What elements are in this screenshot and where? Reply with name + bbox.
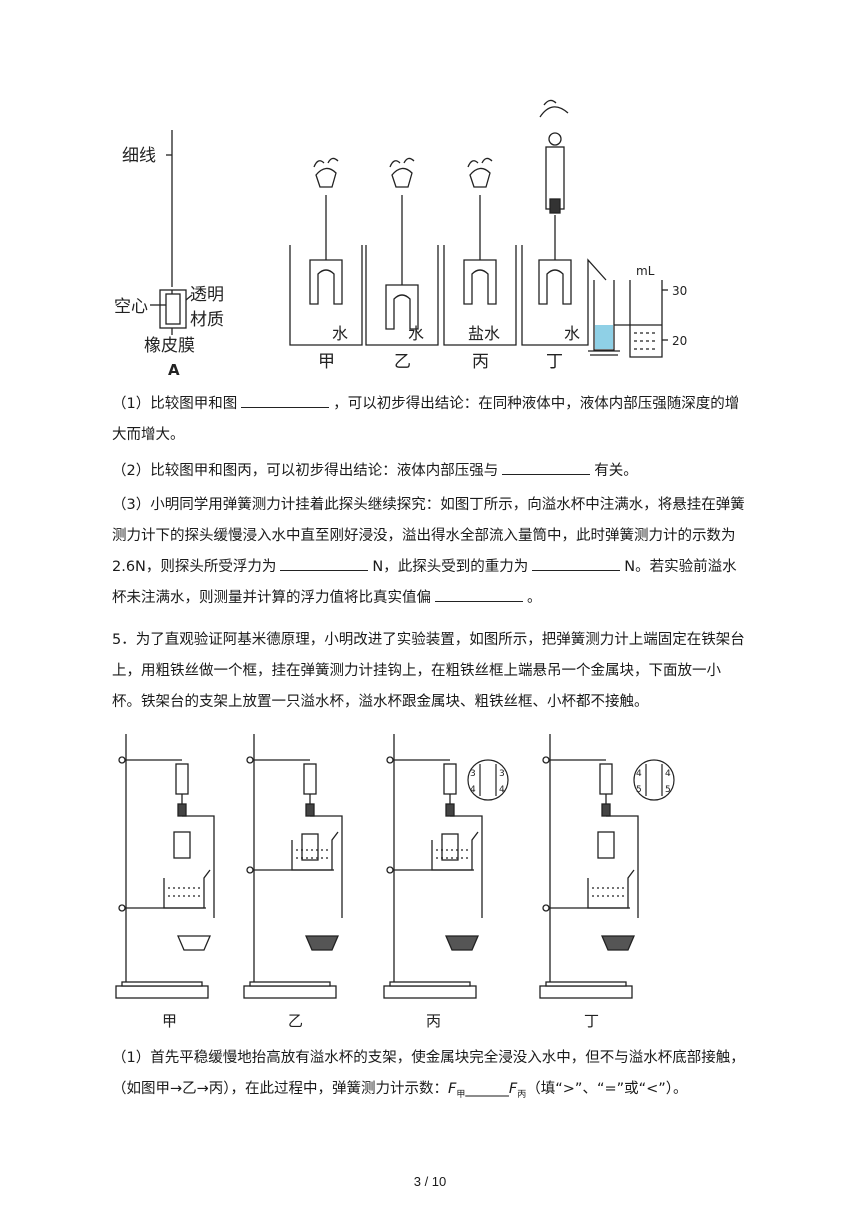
figure-archimedes-setup: 甲 乙 丙 丁 3 4 3 4 4 5 4 5 — [115, 734, 675, 1030]
caption-fig2-yi: 乙 — [288, 1012, 303, 1030]
zoom-bing-r4: 4 — [499, 785, 505, 795]
answer-blank[interactable] — [241, 393, 330, 408]
caption-fig2-jia: 甲 — [162, 1012, 177, 1030]
zoom-bing-l3: 3 — [470, 769, 476, 779]
label-thread: 细线 — [122, 146, 156, 166]
question-1-2: （2）比较图甲和图丙，可以初步得出结论：液体内部压强与有关。 — [112, 456, 748, 487]
beaker-yi — [365, 157, 439, 346]
label-liquid-jia: 水 — [332, 324, 348, 343]
question-1-3: （3）小明同学用弹簧测力计挂着此探头继续探究：如图丁所示，向溢水杯中注满水，将悬… — [112, 497, 745, 606]
label-hollow: 空心 — [114, 297, 148, 317]
label-material: 材质 — [190, 310, 224, 330]
answer-blank[interactable] — [532, 556, 621, 571]
beaker-ding — [521, 99, 607, 346]
label-liquid-yi: 水 — [408, 324, 424, 343]
zoom-ding-l5: 5 — [636, 785, 642, 795]
caption-bing: 丙 — [472, 352, 489, 372]
answer-blank[interactable] — [435, 587, 523, 602]
beaker-bing — [443, 157, 517, 346]
cylinder-tick-20: 20 — [672, 334, 687, 348]
caption-fig2-bing: 丙 — [426, 1012, 441, 1030]
caption-ding: 丁 — [546, 352, 563, 372]
problem-5: 5．为了直观验证阿基米德原理，小明改进了实验装置，如图所示，把弹簧测力计上端固定… — [112, 632, 745, 710]
answer-blank[interactable]: ______ — [465, 1081, 509, 1097]
figure-pressure-probe: 细线 空心 透明 材质 橡皮膜 A — [114, 99, 687, 379]
stand-yi — [243, 734, 343, 999]
question-1-1: （1）比较图甲和图，可以初步得出结论：在同种液体中，液体内部压强随深度的增大而增… — [112, 389, 748, 451]
scale-zoom-ding — [633, 759, 675, 801]
label-probe-a: A — [168, 361, 180, 379]
beaker-jia — [289, 157, 363, 346]
zoom-ding-l4: 4 — [636, 769, 642, 779]
zoom-bing-r3: 3 — [499, 769, 505, 779]
graduated-cylinder-large — [614, 280, 668, 358]
label-liquid-bing: 盐水 — [468, 324, 500, 343]
question-5-1: （1）首先平稳缓慢地抬高放有溢水杯的支架，使金属块完全浸没入水中，但不与溢水杯底… — [112, 1050, 745, 1100]
caption-jia: 甲 — [318, 352, 335, 372]
page-number: 3 / 10 — [413, 1174, 447, 1189]
stand-jia — [115, 734, 215, 999]
cylinder-unit: mL — [636, 264, 655, 278]
scale-zoom-bing — [467, 759, 509, 801]
caption-fig2-ding: 丁 — [584, 1012, 599, 1030]
graduated-cylinder-small — [588, 280, 620, 356]
stand-bing — [383, 734, 483, 999]
label-membrane: 橡皮膜 — [144, 336, 195, 356]
zoom-ding-r4: 4 — [665, 769, 671, 779]
zoom-ding-r5: 5 — [665, 785, 671, 795]
label-liquid-ding: 水 — [564, 324, 580, 343]
answer-blank[interactable] — [502, 460, 591, 475]
label-transparent: 透明 — [190, 285, 224, 305]
stand-ding — [539, 734, 639, 999]
caption-yi: 乙 — [394, 352, 411, 372]
answer-blank[interactable] — [280, 556, 369, 571]
zoom-bing-l4: 4 — [470, 785, 476, 795]
cylinder-tick-30: 30 — [672, 284, 687, 298]
